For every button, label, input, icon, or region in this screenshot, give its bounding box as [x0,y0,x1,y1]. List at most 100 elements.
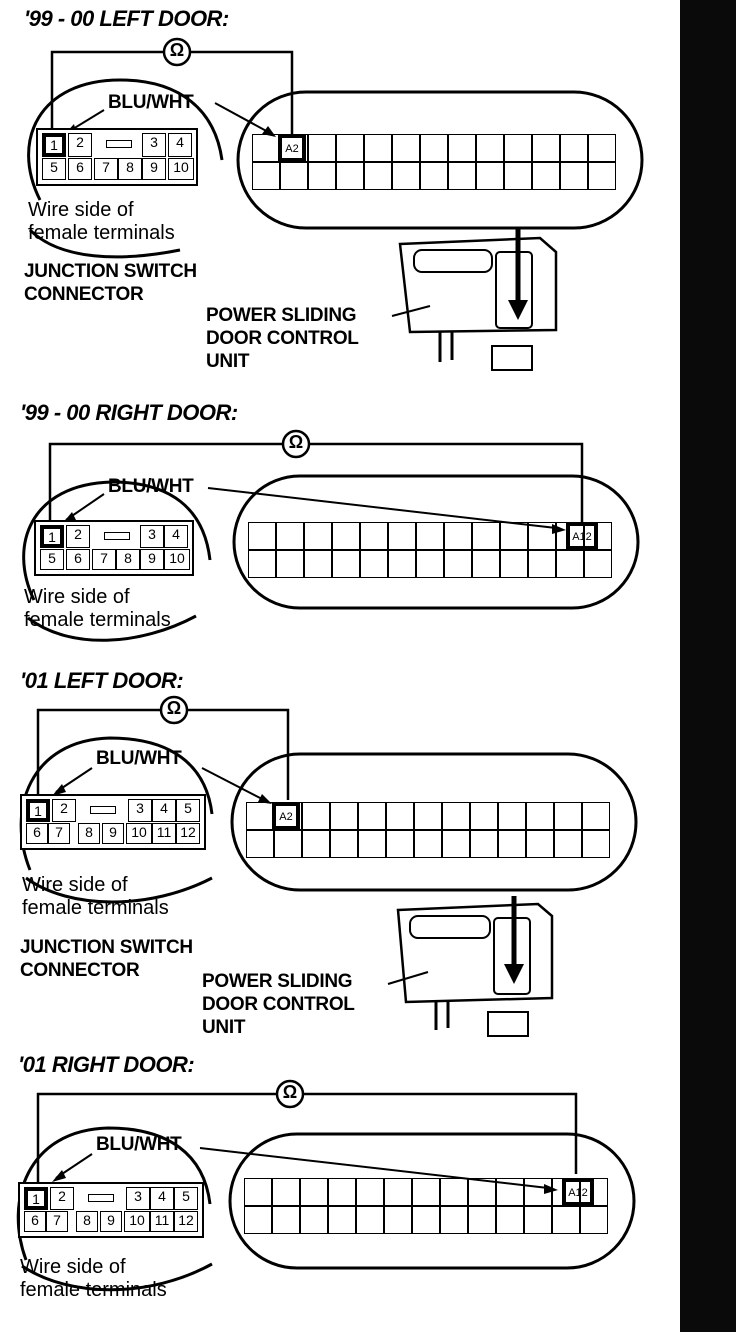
unit-terminal-cell [500,550,528,578]
unit-terminal-cell [360,550,388,578]
control-unit-label-line2: DOOR CONTROL [202,994,355,1015]
unit-terminal-cell [308,134,336,162]
unit-terminal-cell [272,1178,300,1206]
unit-terminal-cell [302,802,330,830]
unit-terminal-cell [472,522,500,550]
unit-terminal-cell [388,522,416,550]
unit-terminal-cell [556,550,584,578]
unit-terminal-cell [580,1206,608,1234]
connector-caption-line2: CONNECTOR [20,960,140,981]
terminal-note-line2: female terminals [28,222,175,244]
unit-terminal-cell [444,550,472,578]
unit-terminal-cell [302,830,330,858]
pin-1: 1 [24,1187,48,1210]
control-unit-connector: A12 [244,1174,624,1236]
unit-terminal-cell [248,522,276,550]
unit-terminal-cell [440,1178,468,1206]
unit-terminal-cell [330,830,358,858]
unit-terminal-cell [414,802,442,830]
unit-terminal-cell [332,550,360,578]
unit-terminal-cell [560,162,588,190]
connector-latch [88,1194,114,1202]
pin-6: 6 [26,823,48,844]
unit-terminal-cell [356,1178,384,1206]
section-99-00-right-door: '99 - 00 RIGHT DOOR: Ω BLU/WHT 1 2 3 4 5… [0,396,680,658]
section-title: '01 LEFT DOOR: [20,668,184,693]
pin-2: 2 [66,525,90,548]
unit-terminal-cell [582,830,610,858]
unit-terminal-cell [532,162,560,190]
unit-terminal-cell [584,550,612,578]
unit-terminal-cell [524,1178,552,1206]
unit-terminal-cell [448,162,476,190]
pin-1: 1 [40,525,64,548]
unit-terminal-cell [588,134,616,162]
unit-terminal-cell [280,162,308,190]
control-unit-label-line2: DOOR CONTROL [206,328,359,349]
unit-terminal-cell [448,134,476,162]
unit-terminal-cell [276,550,304,578]
terminal-note-line2: female terminals [24,609,171,631]
pin-7: 7 [94,158,118,180]
pin-5: 5 [174,1187,198,1210]
pin-2: 2 [52,799,76,822]
unit-terminal-cell [588,162,616,190]
section-title: '99 - 00 LEFT DOOR: [24,6,229,31]
unit-terminal-cell [252,134,280,162]
unit-terminal-cell [498,802,526,830]
terminal-note-line1: Wire side of [20,1256,126,1278]
pin-9: 9 [140,549,164,570]
unit-terminal-cell [476,134,504,162]
connector-latch [104,532,130,540]
unit-terminal-cell [336,162,364,190]
control-unit-label-line3: UNIT [206,351,250,372]
unit-terminal-cell [244,1178,272,1206]
connector-caption-line1: JUNCTION SWITCH [20,937,193,958]
pin-3: 3 [128,799,152,822]
connector-latch [90,806,116,814]
unit-terminal-cell [412,1178,440,1206]
pin-2: 2 [50,1187,74,1210]
unit-terminal-cell [386,830,414,858]
unit-terminal-cell [384,1206,412,1234]
terminal-note-line1: Wire side of [22,874,128,896]
pin-5: 5 [176,799,200,822]
pin-9: 9 [102,823,124,844]
pin-3: 3 [142,133,166,157]
unit-terminal-cell [528,550,556,578]
connector-caption-line2: CONNECTOR [24,284,144,305]
wire-color-label: BLU/WHT [96,748,182,769]
pin-3: 3 [126,1187,150,1210]
page-edge-bar [680,0,736,1332]
unit-terminal-cell [470,802,498,830]
unit-terminal-cell [526,830,554,858]
pin-1: 1 [42,133,66,157]
unit-pin-a12: A12 [562,1178,594,1206]
unit-terminal-cell [468,1178,496,1206]
unit-terminal-cell [526,802,554,830]
unit-terminal-cell [500,522,528,550]
pin-4: 4 [152,799,176,822]
unit-terminal-cell [440,1206,468,1234]
control-unit-label-line3: UNIT [202,1017,246,1038]
unit-terminal-cell [384,1178,412,1206]
unit-terminal-cell [358,802,386,830]
unit-terminal-cell [328,1178,356,1206]
unit-terminal-cell [524,1206,552,1234]
unit-terminal-cell [246,830,274,858]
control-unit-label-line1: POWER SLIDING [202,971,353,992]
wire-color-label: BLU/WHT [108,476,194,497]
section-title: '99 - 00 RIGHT DOOR: [20,400,238,425]
pin-6: 6 [68,158,92,180]
unit-terminal-cell [364,162,392,190]
unit-terminal-cell [416,522,444,550]
ohm-meter-symbol: Ω [288,432,304,452]
unit-terminal-cell [416,550,444,578]
unit-terminal-cell [358,830,386,858]
unit-terminal-cell [554,802,582,830]
control-unit-label-line1: POWER SLIDING [206,305,357,326]
junction-switch-connector: 1 2 3 4 5 6 7 8 9 10 [36,128,198,186]
unit-terminal-cell [248,550,276,578]
pin-9: 9 [100,1211,122,1232]
